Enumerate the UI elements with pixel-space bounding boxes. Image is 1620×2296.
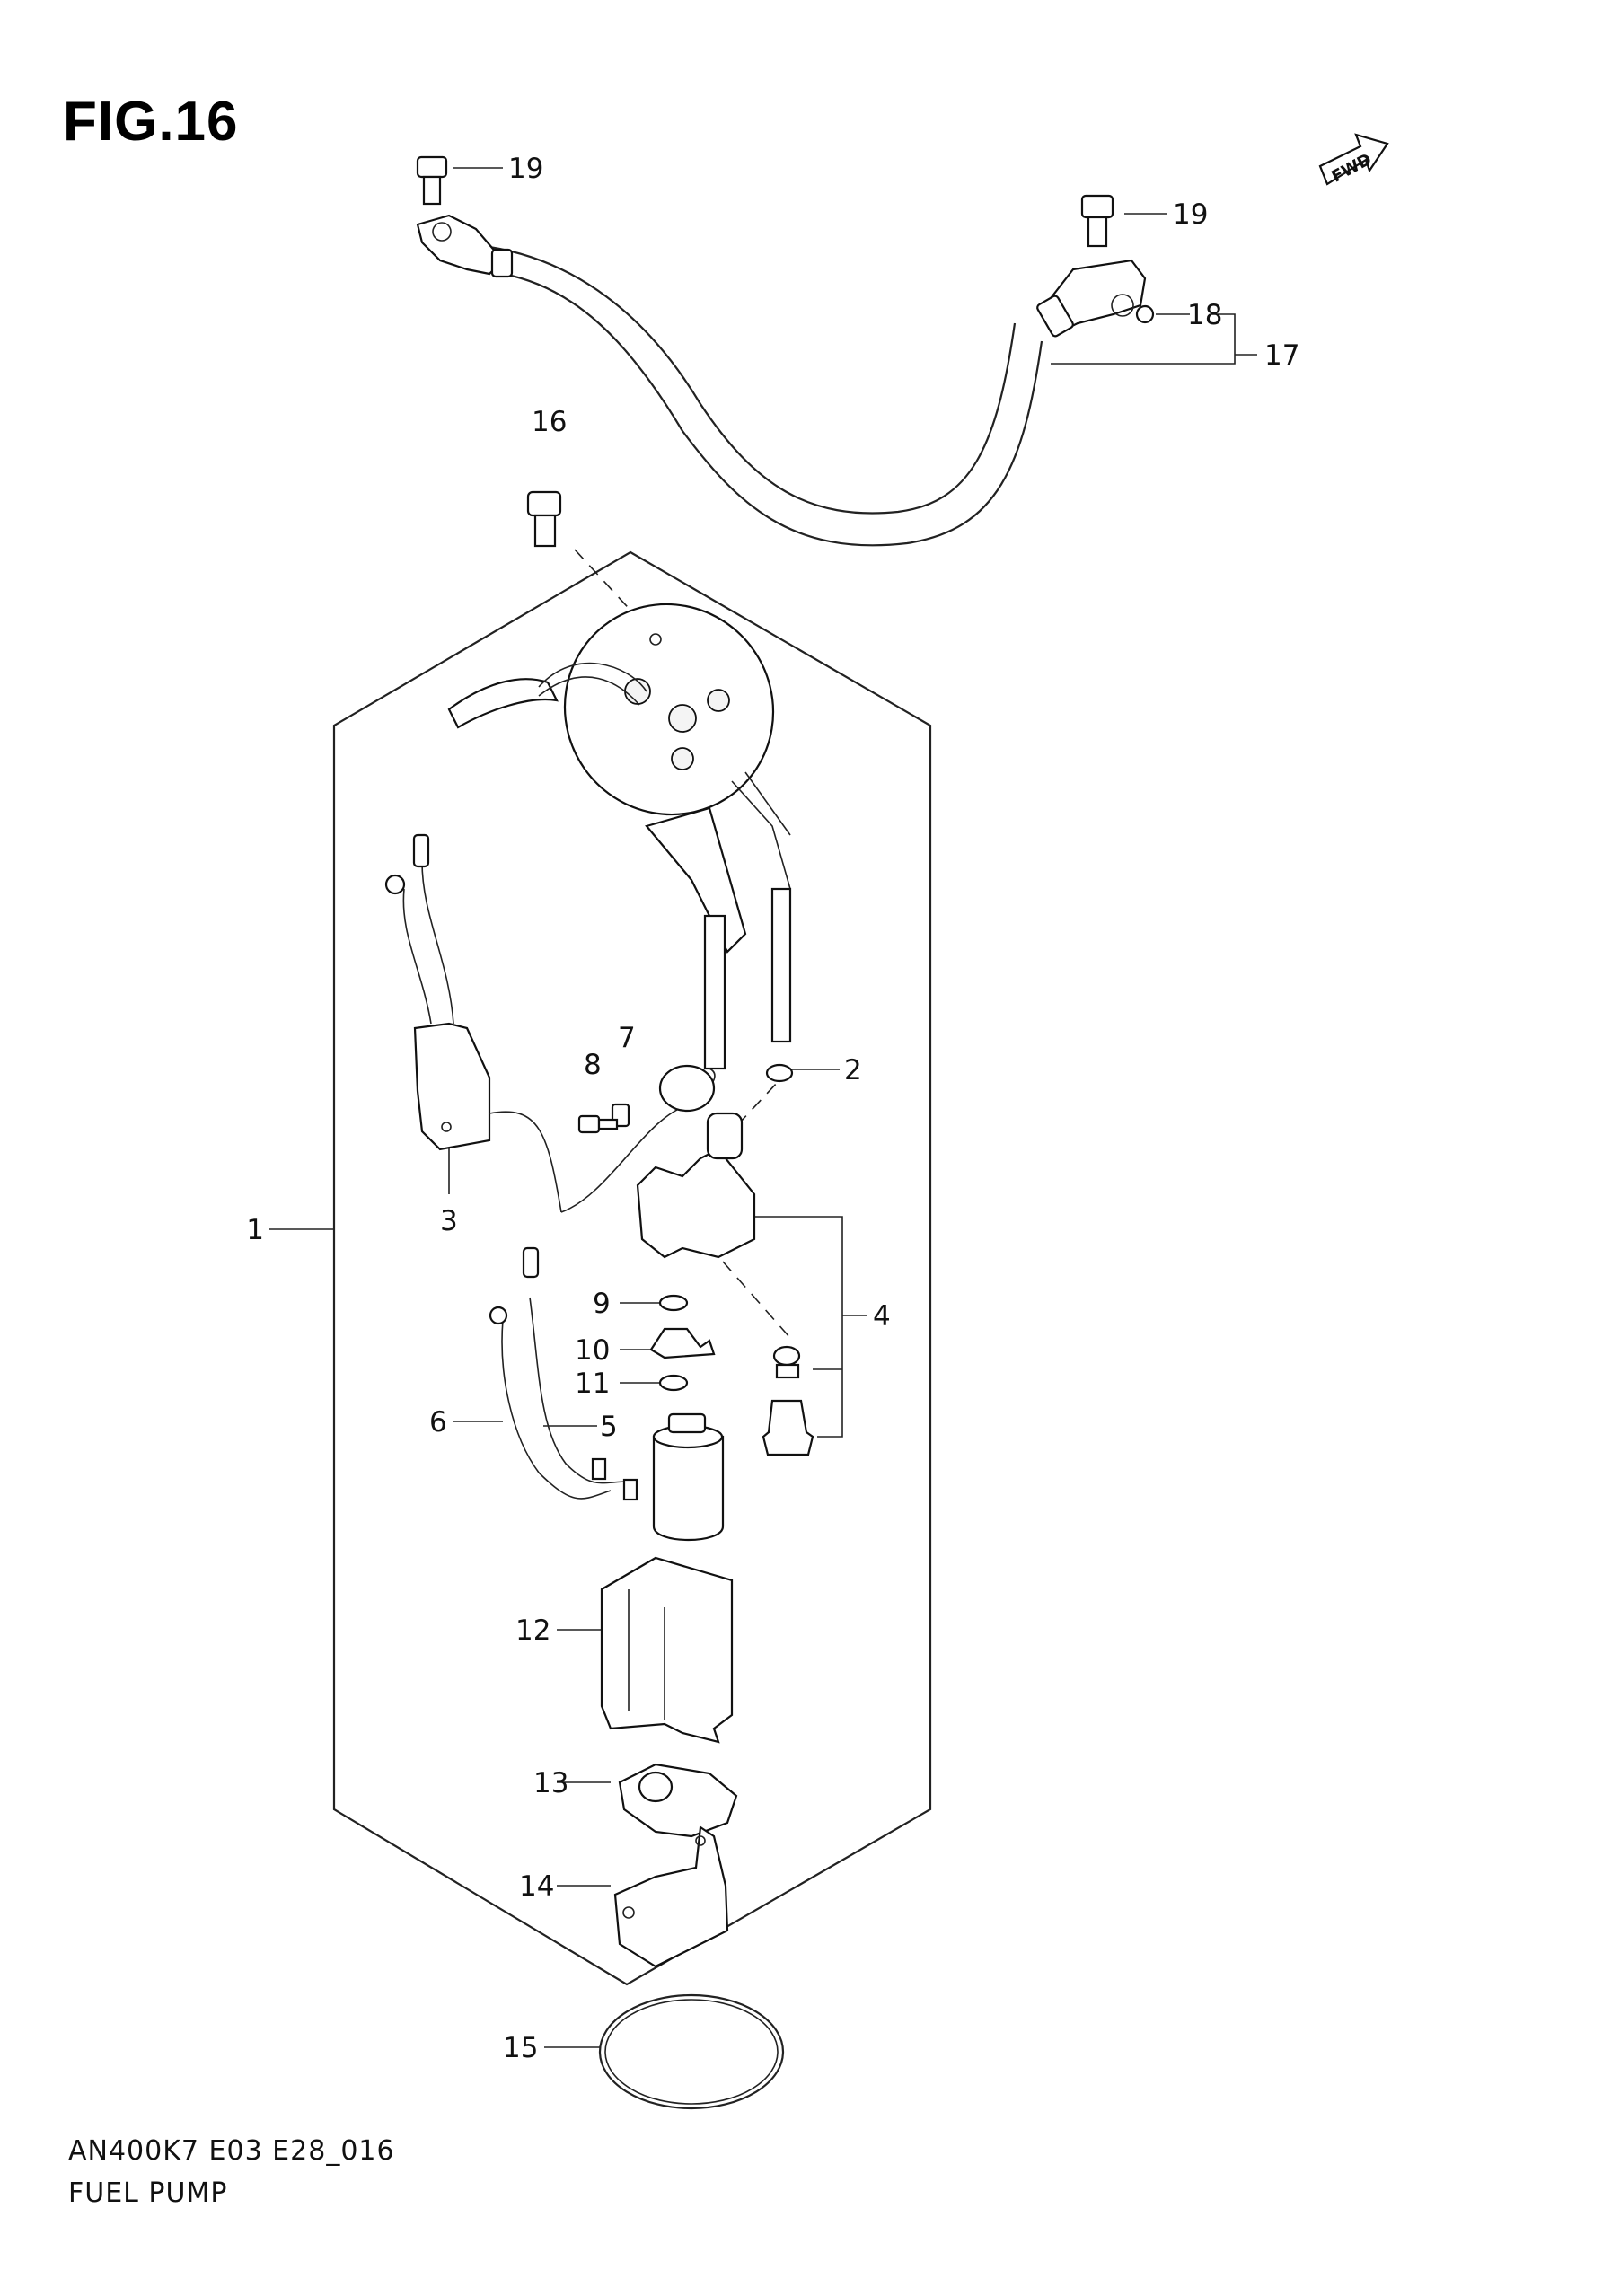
o-ring-11 bbox=[658, 1374, 689, 1392]
callout-2: 2 bbox=[844, 1054, 862, 1086]
callout-14: 14 bbox=[519, 1870, 554, 1903]
screw-8 bbox=[577, 1114, 619, 1134]
o-ring-9 bbox=[658, 1294, 689, 1312]
fuel-level-gauge-3 bbox=[384, 833, 716, 1213]
fuel-pump-motor bbox=[652, 1412, 725, 1541]
callout-17: 17 bbox=[1264, 339, 1299, 372]
callout-10: 10 bbox=[575, 1334, 610, 1367]
banjo-bolt-19-right bbox=[1080, 194, 1114, 248]
callout-labels: 1 2 3 4 5 6 7 8 9 10 11 12 13 14 15 16 1… bbox=[246, 153, 1299, 2064]
callout-1: 1 bbox=[246, 1214, 264, 1246]
callout-4: 4 bbox=[873, 1300, 891, 1333]
bolt-16 bbox=[526, 490, 562, 548]
callout-19-left: 19 bbox=[508, 153, 543, 185]
callout-6: 6 bbox=[429, 1406, 447, 1438]
o-ring-2 bbox=[765, 1063, 794, 1083]
bracket-14 bbox=[613, 1825, 729, 1968]
pressure-regulator-4 bbox=[636, 1112, 814, 1456]
callout-19-right: 19 bbox=[1173, 198, 1208, 231]
callout-3: 3 bbox=[440, 1205, 458, 1237]
callout-9: 9 bbox=[593, 1288, 611, 1320]
callout-16: 16 bbox=[532, 406, 567, 438]
fuel-filter-13 bbox=[618, 1763, 738, 1838]
pump-case-12 bbox=[600, 1556, 734, 1744]
model-code: AN400K7 E03 E28_016 bbox=[68, 2135, 395, 2167]
gasket-15 bbox=[598, 1993, 785, 2110]
banjo-bolt-19-left bbox=[416, 155, 448, 206]
section-name: FUEL PUMP bbox=[68, 2177, 228, 2209]
gasket-18 bbox=[1135, 304, 1155, 324]
callout-5: 5 bbox=[600, 1411, 618, 1443]
fuel-pump-assembly-outline bbox=[332, 550, 932, 1986]
fuel-hose-assembly bbox=[416, 214, 1147, 547]
pump-flange-plate bbox=[447, 603, 792, 1070]
lead-wires-5-6 bbox=[489, 1246, 638, 1501]
fitting-10 bbox=[649, 1327, 716, 1359]
leader-lines bbox=[269, 167, 1257, 2048]
callout-15: 15 bbox=[503, 2032, 538, 2064]
callout-11: 11 bbox=[575, 1368, 610, 1400]
figure-title: FIG.16 bbox=[63, 91, 239, 153]
callout-7: 7 bbox=[618, 1022, 636, 1054]
callout-18: 18 bbox=[1187, 299, 1222, 331]
callout-13: 13 bbox=[533, 1767, 568, 1799]
callout-12: 12 bbox=[515, 1614, 550, 1647]
fwd-arrow-icon: FWD bbox=[1318, 133, 1389, 187]
callout-8: 8 bbox=[584, 1049, 602, 1081]
